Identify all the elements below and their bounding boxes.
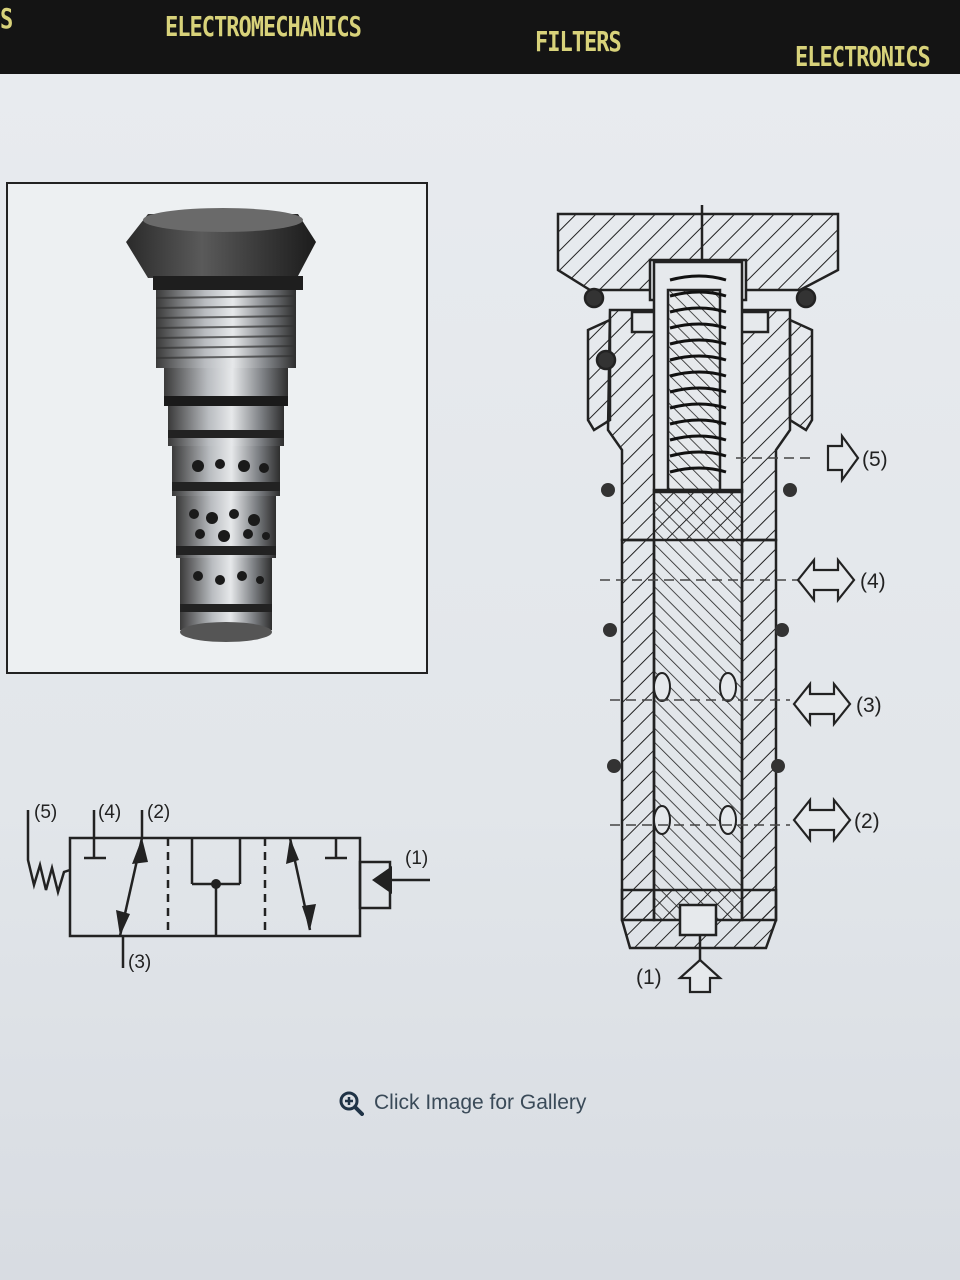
schematic-port-1-label: (1) xyxy=(405,848,428,869)
gallery-link[interactable]: Click Image for Gallery xyxy=(338,1090,586,1116)
nav-item-electromechanics[interactable]: ELECTROMECHANICS xyxy=(165,12,362,44)
schematic-port-2-label: (2) xyxy=(147,802,170,823)
nav-item-filters[interactable]: FILTERS xyxy=(535,27,622,59)
cartridge-valve-photo[interactable] xyxy=(8,184,426,672)
hydraulic-schematic: (5) (4) (2) (3) (1) xyxy=(26,802,430,973)
nav-item-electronics[interactable]: ELECTRONICS xyxy=(795,42,931,74)
section-port-4-label: (4) xyxy=(860,570,886,593)
section-port-2-label: (2) xyxy=(854,810,880,833)
valve-cross-section: (5) (4) (3) (2) (1) xyxy=(556,205,888,994)
zoom-in-icon xyxy=(339,1091,364,1116)
top-nav-bar: S ELECTROMECHANICS FILTERS ELECTRONICS xyxy=(0,0,960,74)
section-port-3-label: (3) xyxy=(856,694,882,717)
gallery-link-label: Click Image for Gallery xyxy=(374,1091,587,1114)
nav-item-partial[interactable]: S xyxy=(0,4,13,36)
schematic-port-5-label: (5) xyxy=(34,802,57,823)
product-photo-frame[interactable] xyxy=(6,182,428,674)
section-port-1-label: (1) xyxy=(636,966,662,989)
schematic-port-3-label: (3) xyxy=(128,952,151,973)
schematic-port-4-label: (4) xyxy=(98,802,121,823)
section-port-5-label: (5) xyxy=(862,448,888,471)
